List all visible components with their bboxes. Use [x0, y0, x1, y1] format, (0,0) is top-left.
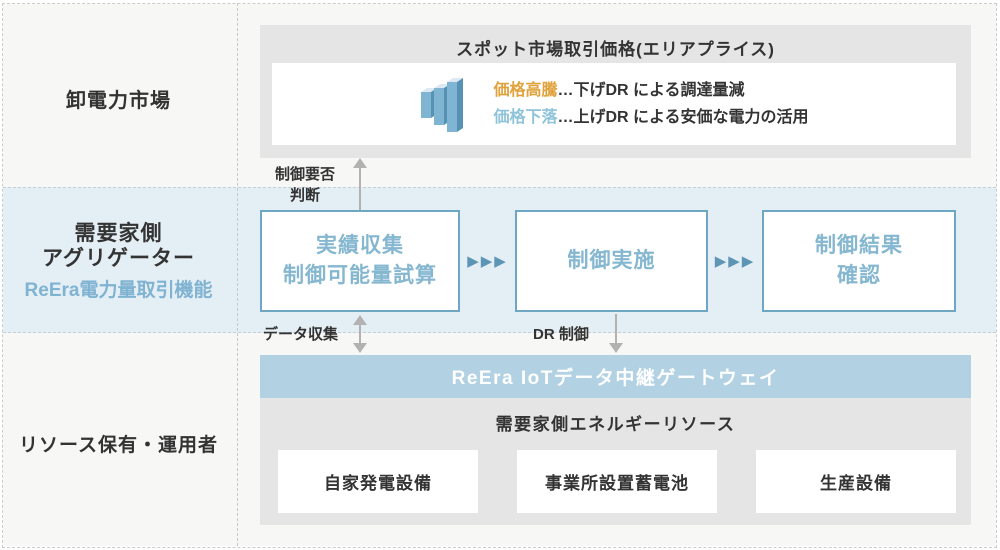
- step1-line1: 実績収集: [316, 234, 404, 257]
- price-drop-term: 価格下落: [493, 109, 558, 126]
- dr-control-label: DR 制御: [533, 326, 589, 343]
- resource-item-production: 生産設備: [756, 450, 956, 513]
- resource-item-generator: 自家発電設備: [278, 450, 478, 513]
- bar-chart-icon: [421, 78, 464, 132]
- data-collection-label: データ収集: [263, 326, 339, 343]
- price-drop-line: 価格下落…上げDR による安価な電力の活用: [493, 104, 808, 131]
- data-collection-arrow-line: [359, 323, 361, 345]
- step-performance-collection: 実績収集 制御可能量試算: [260, 210, 460, 312]
- aggregator-label-line1: 需要家側: [74, 222, 163, 245]
- row-label-resource-owner: リソース保有・運用者: [18, 435, 219, 456]
- reera-function-label: ReEra電力量取引機能: [24, 280, 213, 301]
- price-description: 価格高騰…下げDR による調達量減 価格下落…上げDR による安価な電力の活用: [493, 77, 808, 131]
- resource-item-battery: 事業所設置蓄電池: [517, 450, 717, 513]
- step1-line2: 制御可能量試算: [283, 264, 437, 287]
- price-surge-line: 価格高騰…下げDR による調達量減: [493, 77, 808, 104]
- step3-line1: 制御結果: [815, 234, 903, 257]
- row-label-aggregator: 需要家側 アグリゲーター ReEra電力量取引機能: [0, 221, 237, 303]
- energy-resource-title: 需要家側エネルギーリソース: [495, 415, 736, 434]
- dr-control-arrow-line: [615, 314, 617, 345]
- column-divider: [237, 3, 238, 546]
- dr-control-arrowhead: [609, 343, 623, 353]
- step-control-result-check: 制御結果 確認: [762, 210, 956, 312]
- spot-market-content: 価格高騰…下げDR による調達量減 価格下落…上げDR による安価な電力の活用: [272, 63, 956, 145]
- aggregator-label-line2: アグリゲーター: [42, 247, 195, 270]
- energy-resource-panel: 需要家側エネルギーリソース 自家発電設備 事業所設置蓄電池 生産設備: [260, 398, 971, 525]
- data-collection-arrowhead-up: [353, 315, 367, 325]
- iot-gateway-bar: ReEra IoTデータ中継ゲートウェイ: [260, 355, 971, 398]
- control-decision-arrow-line: [359, 167, 361, 210]
- step3-line2: 確認: [837, 264, 881, 287]
- step2-line1: 制御実施: [567, 249, 656, 272]
- row-label-wholesale-market: 卸電力市場: [66, 90, 171, 112]
- flow-arrow-1: ▶▶▶: [467, 252, 508, 270]
- control-decision-arrowhead: [353, 158, 367, 168]
- flow-arrow-2: ▶▶▶: [714, 252, 756, 270]
- spot-market-panel: スポット市場取引価格(エリアプライス) 価格高騰…下げDR による調達量減 価格…: [260, 25, 971, 158]
- price-surge-term: 価格高騰: [493, 82, 558, 99]
- step-control-execution: 制御実施: [515, 210, 708, 312]
- price-drop-rest: …上げDR による安価な電力の活用: [557, 109, 809, 126]
- data-collection-arrowhead-down: [353, 343, 367, 353]
- price-surge-rest: …下げDR による調達量減: [557, 82, 745, 99]
- control-decision-label: 制御要否 判断: [260, 164, 350, 206]
- control-decision-label-line2: 判断: [289, 187, 320, 204]
- spot-market-title: スポット市場取引価格(エリアプライス): [456, 40, 775, 59]
- control-decision-label-line1: 制御要否: [274, 166, 335, 183]
